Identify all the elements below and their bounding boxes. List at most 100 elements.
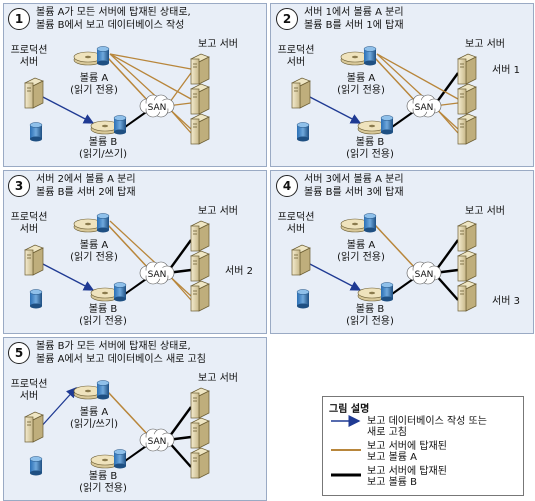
panel-1-report-server-1-icon xyxy=(190,53,210,85)
legend-item-volume-a: 보고 서버에 탑재된 보고 볼륨 A xyxy=(367,441,447,463)
panel-5-volume-a-icon xyxy=(73,385,103,400)
panel-2-server-label: 서버 1 xyxy=(492,64,520,76)
panel-2-volume-a-icon xyxy=(340,51,370,66)
panel-4-server-label: 서버 3 xyxy=(492,295,520,307)
panel-4-report-servers-label: 보고 서버 xyxy=(465,205,505,217)
step-number-5: 5 xyxy=(8,342,30,364)
panel-5-production-server-icon xyxy=(24,411,44,443)
step-number-3: 3 xyxy=(8,175,30,197)
panel-2-volume-b-icon xyxy=(357,120,387,135)
panel-3-report-servers-label: 보고 서버 xyxy=(198,205,238,217)
panel-4-link-volume-a-san xyxy=(374,224,417,270)
panel-3-san-cloud-icon xyxy=(139,261,175,285)
panel-1-volume-b-label: 볼륨 B(읽기/쓰기) xyxy=(79,136,127,160)
panel-5-volume-a-label: 볼륨 A(읽기/쓰기) xyxy=(70,406,118,430)
panel-2-link-volume-a-san xyxy=(374,57,417,103)
panel-1-report-server-3-icon xyxy=(190,113,210,145)
panel-1-report-servers-label: 보고 서버 xyxy=(198,38,238,50)
panel-3-production-db-icon xyxy=(29,289,43,309)
panel-2-san-label: SAN xyxy=(415,103,434,113)
legend-swatches xyxy=(331,415,361,477)
panel-3-san-label: SAN xyxy=(148,270,167,280)
panel-3-volume-a-icon-cylinder xyxy=(96,213,110,233)
panel-5-production-db-icon xyxy=(29,456,43,476)
step-number-1: 1 xyxy=(8,8,30,30)
panel-5-report-servers-label: 보고 서버 xyxy=(198,372,238,384)
panel-3-report-server-1-icon xyxy=(190,220,210,252)
panel-4-report-server-2-icon xyxy=(457,250,477,282)
panel-1-link-a-server-1 xyxy=(109,53,192,70)
panel-5-write-arrow xyxy=(38,387,77,430)
panel-3-report-server-2-icon xyxy=(190,250,210,282)
panel-4-volume-b-icon-cylinder xyxy=(380,282,394,302)
panel-3-link-a-server-3 xyxy=(109,220,192,297)
panel-1-volume-a-icon-cylinder xyxy=(96,46,110,66)
panel-4-san-label: SAN xyxy=(415,270,434,280)
panel-2-link-a-server-3 xyxy=(376,53,459,130)
panel-3-server-label: 서버 2 xyxy=(225,265,253,277)
panel-5-volume-a-icon-cylinder xyxy=(96,380,110,400)
panel-4-volume-a-label: 볼륨 A(읽기 전용) xyxy=(337,239,385,263)
panel-4 xyxy=(270,170,534,334)
panel-5-volume-b-icon xyxy=(90,454,120,469)
panel-1-volume-b-icon xyxy=(90,120,120,135)
panel-3-volume-b-label: 볼륨 B(읽기 전용) xyxy=(79,303,127,327)
panel-5-title: 볼륨 B가 모든 서버에 탑재된 상태로, 볼륨 A에서 보고 데이터베이스 새… xyxy=(36,341,206,365)
panel-4-production-db-icon xyxy=(296,289,310,309)
panel-1-san-cloud-icon xyxy=(139,94,175,118)
panel-2-production-db-icon xyxy=(296,122,310,142)
panel-5-volume-b-label: 볼륨 B(읽기 전용) xyxy=(79,470,127,494)
legend-item-volume-b: 보고 서버에 탑재된 보고 볼륨 B xyxy=(367,466,447,488)
panel-4-volume-a-icon-cylinder xyxy=(363,213,377,233)
panel-2-volume-a-icon-cylinder xyxy=(363,46,377,66)
panel-2-report-server-2-icon xyxy=(457,83,477,115)
panel-2-production-server-icon xyxy=(291,77,311,109)
legend-title: 그림 설명 xyxy=(329,404,370,415)
panel-3-volume-a-icon xyxy=(73,218,103,233)
panel-2-write-arrow xyxy=(305,94,362,124)
panel-5-volume-b-icon-cylinder xyxy=(113,449,127,469)
panel-4-report-server-3-icon xyxy=(457,280,477,312)
panel-5-report-server-1-icon xyxy=(190,387,210,419)
panel-4-production-server-icon xyxy=(291,244,311,276)
panel-1-report-server-2-icon xyxy=(190,83,210,115)
panel-3-production-server-icon xyxy=(24,244,44,276)
panel-3-volume-a-label: 볼륨 A(읽기 전용) xyxy=(70,239,118,263)
panel-2-san-cloud-icon xyxy=(406,94,442,118)
panel-5-san-cloud-icon xyxy=(139,428,175,452)
panel-2-report-server-1-icon xyxy=(457,53,477,85)
panel-2-report-server-3-icon xyxy=(457,113,477,145)
panel-5-report-server-2-icon xyxy=(190,417,210,449)
panel-1 xyxy=(3,3,267,167)
panel-4-volume-b-label: 볼륨 B(읽기 전용) xyxy=(346,303,394,327)
panel-4-report-server-1-icon xyxy=(457,220,477,252)
panel-4-san-cloud-icon xyxy=(406,261,442,285)
panel-1-link-a-server-3 xyxy=(109,53,192,130)
panel-1-link-a-server-2 xyxy=(109,53,192,100)
panel-2-volume-b-label: 볼륨 B(읽기 전용) xyxy=(346,136,394,160)
panel-5 xyxy=(3,337,267,501)
panel-2-report-servers-label: 보고 서버 xyxy=(465,38,505,50)
panel-4-write-arrow xyxy=(305,261,362,291)
panel-1-production-db-icon xyxy=(29,122,43,142)
panel-1-san-label: SAN xyxy=(148,103,167,113)
panel-4-volume-a-icon xyxy=(340,218,370,233)
panel-5-report-server-3-icon xyxy=(190,447,210,479)
panel-3-link-volume-a-san xyxy=(107,224,150,270)
panel-1-volume-a-label: 볼륨 A(읽기 전용) xyxy=(70,72,118,96)
panel-3-title: 서버 2에서 볼륨 A 분리 볼륨 B를 서버 2에 탑재 xyxy=(36,174,136,198)
legend-box: 그림 설명 보고 데이터베이스 작성 또는 새로 고침 보고 서버에 탑재된 보… xyxy=(322,396,524,496)
panel-2-link-a-server-2 xyxy=(376,53,459,100)
panel-3-report-server-3-icon xyxy=(190,280,210,312)
step-number-4: 4 xyxy=(276,175,298,197)
panel-1-title: 볼륨 A가 모든 서버에 탑재된 상태로, 볼륨 B에서 보고 데이터베이스 작… xyxy=(36,7,191,31)
panel-2-volume-b-icon-cylinder xyxy=(380,115,394,135)
panel-5-link-volume-a-san xyxy=(107,391,150,437)
panel-4-volume-b-icon xyxy=(357,287,387,302)
panel-1-volume-b-icon-cylinder xyxy=(113,115,127,135)
panel-1-production-server-icon xyxy=(24,77,44,109)
panel-3 xyxy=(3,170,267,334)
